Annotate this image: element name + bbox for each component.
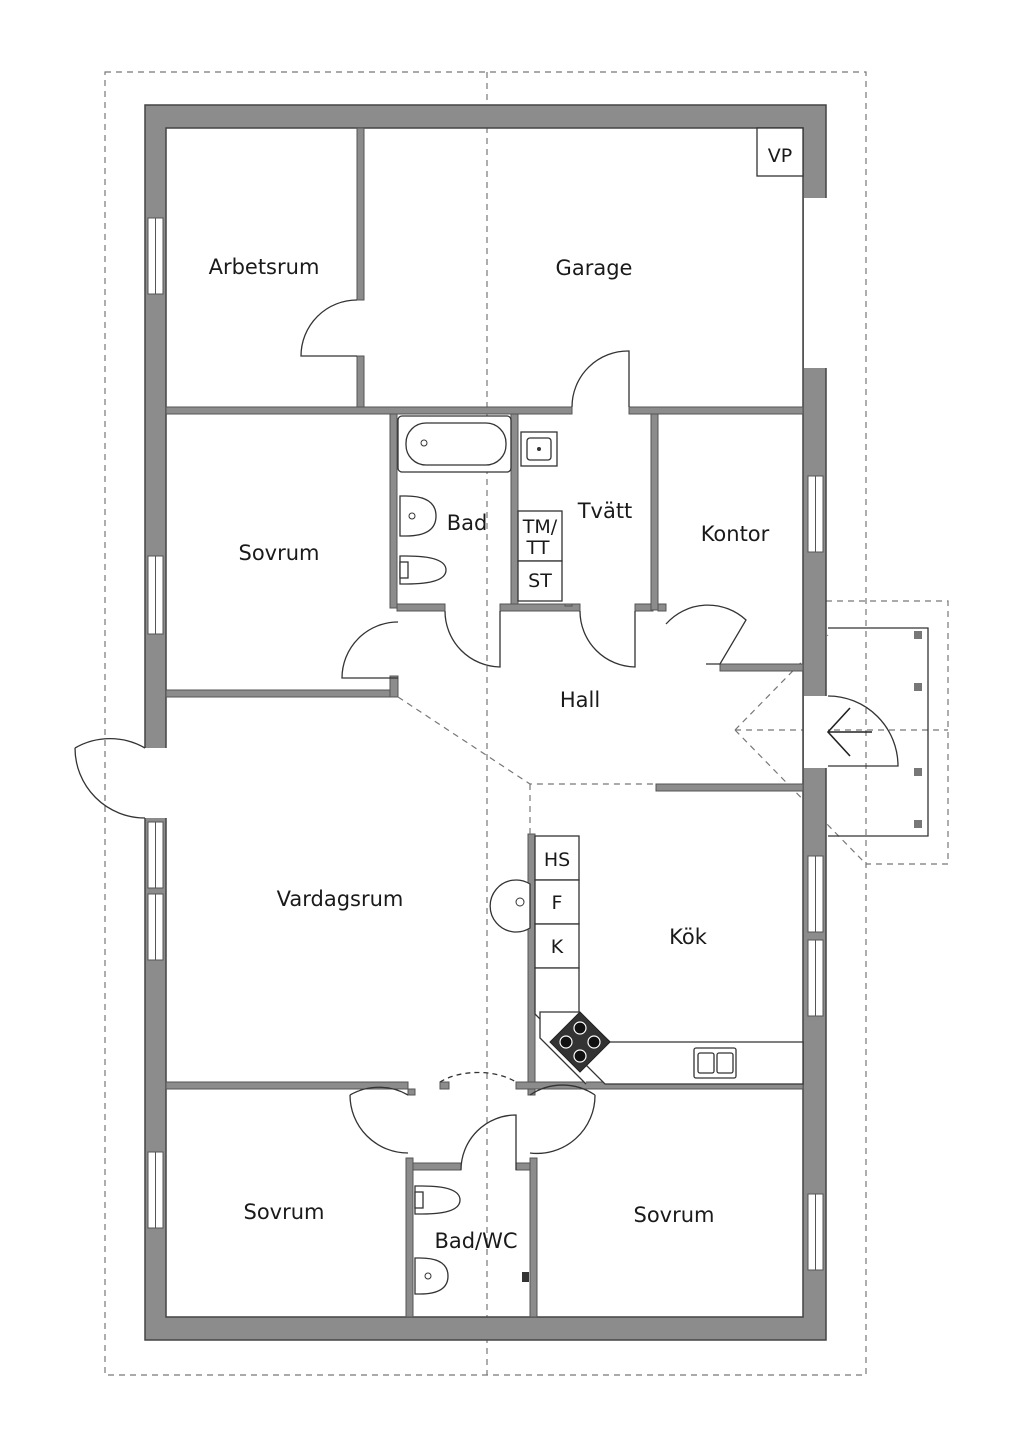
fireplace-icon xyxy=(489,879,531,933)
room-label-tvatt: Tvätt xyxy=(577,499,633,523)
room-label-vardagsrum: Vardagsrum xyxy=(277,887,404,911)
room-label-bad: Bad xyxy=(447,511,488,535)
room-label-sovrum-3: Sovrum xyxy=(633,1203,714,1227)
fixture-labels: VP TM/ TT ST HS F K xyxy=(522,145,792,958)
stove-icon xyxy=(549,1011,611,1073)
doors xyxy=(74,299,899,1171)
room-label-arbetsrum: Arbetsrum xyxy=(209,255,320,279)
room-label-bad-wc: Bad/WC xyxy=(434,1229,517,1253)
vp-box xyxy=(756,127,804,177)
windows xyxy=(147,217,824,1271)
fixture-label-hs: HS xyxy=(544,849,570,871)
fixture-label-tt: TT xyxy=(526,537,550,559)
fixture-label-st: ST xyxy=(528,570,552,592)
hall-outline xyxy=(397,696,656,834)
sink-icon xyxy=(520,431,558,467)
laundry-units xyxy=(517,510,563,602)
fixture-label-f: F xyxy=(552,892,563,914)
fixture-label-k: K xyxy=(551,936,564,958)
entrance-porch xyxy=(826,627,929,837)
room-label-hall: Hall xyxy=(560,688,600,712)
room-label-garage: Garage xyxy=(556,256,633,280)
room-label-sovrum-1: Sovrum xyxy=(238,541,319,565)
kitchen-sink-icon xyxy=(693,1047,737,1079)
room-label-sovrum-2: Sovrum xyxy=(243,1200,324,1224)
room-label-kontor: Kontor xyxy=(701,522,770,546)
fixture-label-tm: TM/ xyxy=(522,516,558,538)
room-labels: Arbetsrum Garage Sovrum Bad Tvätt Kontor… xyxy=(209,255,770,1253)
interior-walls xyxy=(165,127,804,1318)
exterior-walls xyxy=(141,104,828,1341)
arrow-left-icon xyxy=(826,707,872,757)
wc-fixtures xyxy=(414,1185,529,1295)
toilet-icon xyxy=(399,495,447,585)
room-label-kok: Kök xyxy=(669,925,708,949)
bathtub-icon xyxy=(397,415,512,473)
fixture-label-vp: VP xyxy=(768,145,792,167)
